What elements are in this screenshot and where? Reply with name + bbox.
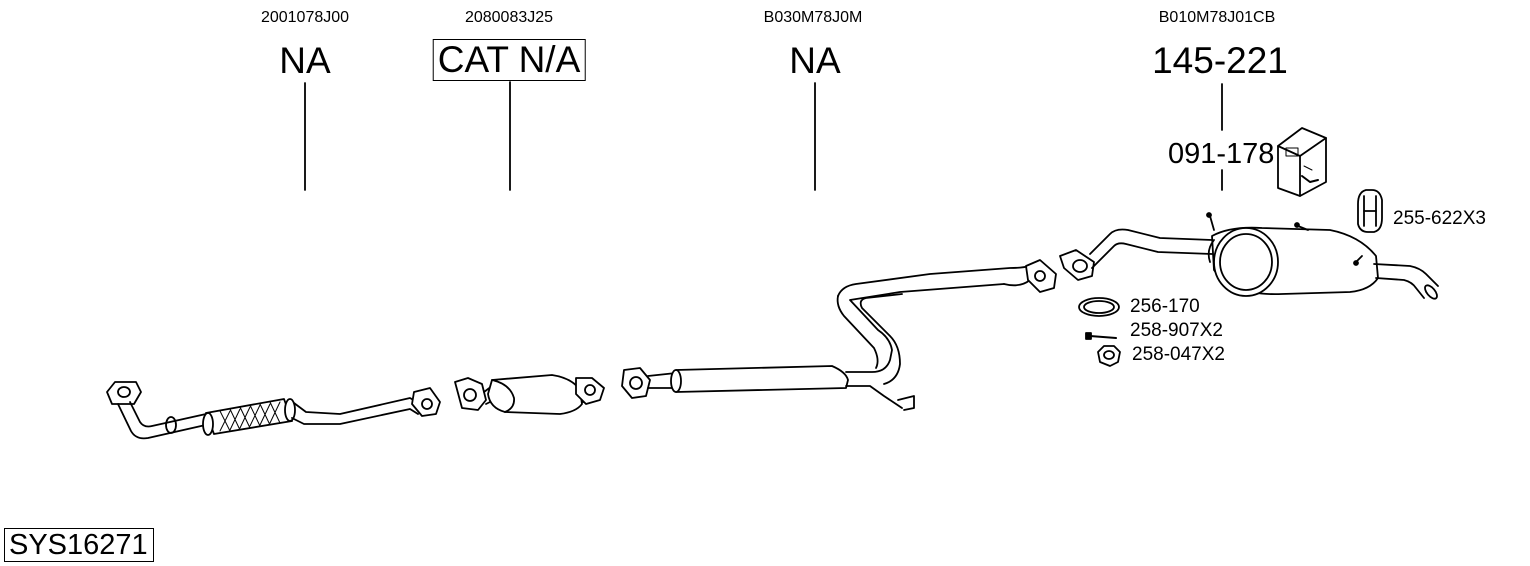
system-id-box: SYS16271 [4,528,154,562]
part-3-reference[interactable]: NA [789,40,841,81]
part-4-oem-number: B010M78J01CB [1158,9,1276,26]
clamp-icon [1357,189,1383,233]
part-4-reference[interactable]: 145-221 [1152,40,1288,81]
mounting-kit-reference[interactable]: 091-178 [1168,138,1275,170]
part-2-oem-number: 2080083J25 [464,9,554,26]
catalytic-converter-drawing[interactable] [454,374,605,415]
mounting-kit-box-icon [1277,127,1327,197]
gasket-inner-icon [1083,300,1115,314]
part-1-reference[interactable]: NA [279,40,331,81]
part-1-oem-number: 2001078J00 [260,9,350,26]
part-3-oem-number: B030M78J0M [763,9,863,26]
nut-icon [1097,345,1121,367]
part-2-reference[interactable]: CAT N/A [432,39,586,81]
bolt-icon [1085,332,1117,340]
nut-reference[interactable]: 258-047X2 [1132,344,1225,365]
clamp-reference[interactable]: 255-622X3 [1393,208,1486,229]
gasket-reference[interactable]: 256-170 [1130,296,1200,317]
bolt-reference[interactable]: 258-907X2 [1130,320,1223,341]
front-pipe-drawing[interactable] [106,381,441,440]
gasket-icon [1078,297,1120,317]
centre-pipe-drawing[interactable] [621,259,1057,411]
rear-silencer-drawing[interactable] [1059,212,1439,301]
